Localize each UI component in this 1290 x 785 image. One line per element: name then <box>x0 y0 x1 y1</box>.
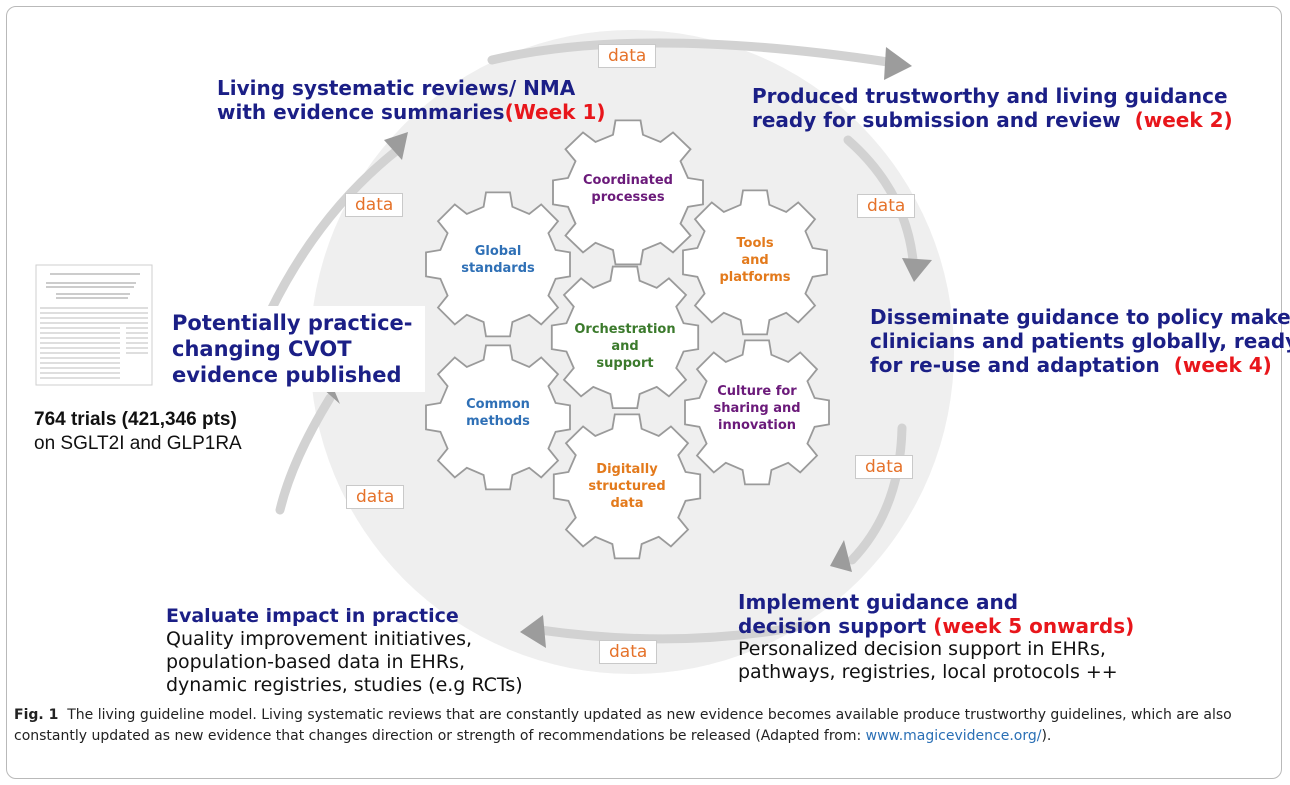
stage-implement-line2: decision support (week 5 onwards) <box>738 614 1135 638</box>
stage-reviews-line2: with evidence summaries(Week 1) <box>217 100 606 124</box>
gear-orchestration-line1: Orchestration <box>574 322 676 337</box>
stage-disseminate: Disseminate guidance to policy makers, c… <box>870 305 1290 377</box>
stage-evaluate-detail3: dynamic registries, studies (e.g RCTs) <box>166 674 523 696</box>
data-label-top: data <box>598 44 657 68</box>
gear-global-line2: standards <box>461 261 535 276</box>
gear-label-common: Common methods <box>443 396 553 430</box>
stage-produced-line2: ready for submission and review (week 2) <box>752 108 1233 132</box>
caption-end: ). <box>1041 728 1052 744</box>
arrow-left-lower-path <box>275 393 335 515</box>
figure-frame <box>6 6 1282 779</box>
stage-evaluate-detail1: Quality improvement initiatives, <box>166 628 473 650</box>
gear-tools-line3: platforms <box>719 270 791 285</box>
arrow-left-upper-head <box>384 132 408 160</box>
data-label-bottom: data <box>599 640 658 664</box>
stage-reviews: Living systematic reviews/ NMA with evid… <box>217 76 606 124</box>
data-label-upper-left: data <box>345 193 404 217</box>
trials-topic: on SGLT2I and GLP1RA <box>34 433 242 454</box>
stage-published-line1: Potentially practice- <box>172 311 413 335</box>
arrow-bottom-path <box>535 620 813 644</box>
stage-implement-detail1: Personalized decision support in EHRs, <box>738 638 1106 660</box>
gear-tools-line1: Tools <box>736 236 774 251</box>
stage-produced: Produced trustworthy and living guidance… <box>752 84 1233 132</box>
stage-implement: Implement guidance and decision support … <box>738 590 1134 684</box>
caption-text: The living guideline model. Living syste… <box>14 707 1232 744</box>
gear-digital-line1: Digitally <box>596 462 658 477</box>
figure-caption: Fig. 1 The living guideline model. Livin… <box>14 705 1269 747</box>
gear-common-line2: methods <box>466 414 530 429</box>
stage-evaluate-detail2: population-based data in EHRs, <box>166 651 465 673</box>
gear-tools-line2: and <box>741 253 769 268</box>
stage-published-line3: evidence published <box>172 363 402 387</box>
stage-disseminate-week: (week 4) <box>1173 353 1272 377</box>
arrow-right-lower-head <box>830 540 852 572</box>
stage-disseminate-line3: for re-use and adaptation (week 4) <box>870 353 1272 377</box>
arrow-right-upper-head <box>902 258 932 282</box>
gear-label-coordinated: Coordinated processes <box>573 172 683 206</box>
gear-digital-line2: structured <box>588 479 666 494</box>
gear-global-line1: Global <box>474 244 522 259</box>
stage-evaluate: Evaluate impact in practice Quality impr… <box>166 604 523 697</box>
gear-coordinated-line2: processes <box>591 190 665 205</box>
stage-produced-week: (week 2) <box>1134 108 1233 132</box>
gear-culture-line1: Culture for <box>717 384 797 399</box>
data-label-lower-right: data <box>855 455 914 479</box>
gear-label-culture: Culture for sharing and innovation <box>702 383 812 434</box>
stage-published: Potentially practice- changing CVOT evid… <box>172 306 425 392</box>
gear-orchestration-line3: support <box>596 356 654 371</box>
stage-disseminate-line2: clinicians and patients globally, ready <box>870 329 1290 353</box>
stage-reviews-week: (Week 1) <box>504 100 606 124</box>
data-label-upper-right: data <box>857 194 916 218</box>
stage-produced-line1: Produced trustworthy and living guidance <box>752 84 1228 108</box>
stage-implement-line1: Implement guidance and <box>738 590 1019 614</box>
gear-label-tools: Tools and platforms <box>700 235 810 286</box>
data-label-lower-left: data <box>346 485 405 509</box>
arrow-right-lower-path <box>847 423 907 565</box>
paper-thumbnail <box>35 264 153 386</box>
stage-implement-detail2: pathways, registries, local protocols ++ <box>738 661 1118 683</box>
gear-orchestration-line2: and <box>611 339 639 354</box>
stage-implement-week: (week 5 onwards) <box>933 614 1135 638</box>
stage-reviews-line1: Living systematic reviews/ NMA <box>217 76 576 100</box>
arrow-bottom-head <box>520 615 546 648</box>
stage-evaluate-title: Evaluate impact in practice <box>166 605 459 627</box>
gear-digital-line3: data <box>610 496 644 511</box>
stage-disseminate-line1: Disseminate guidance to policy makers, <box>870 305 1290 329</box>
gear-label-digital: Digitally structured data <box>572 461 682 512</box>
arrow-left-upper-path <box>265 143 405 317</box>
trials-count: 764 trials (421,346 pts) <box>34 409 237 430</box>
stage-published-line2: changing CVOT <box>172 337 352 361</box>
trials-info: 764 trials (421,346 pts) on SGLT2I and G… <box>34 408 242 456</box>
caption-link[interactable]: www.magicevidence.org/ <box>865 728 1042 744</box>
gear-common-line1: Common <box>466 397 530 412</box>
gear-culture-line3: innovation <box>718 418 796 433</box>
arrow-top-head <box>884 47 912 80</box>
gear-label-orchestration: Orchestration and support <box>570 321 680 372</box>
gear-coordinated-line1: Coordinated <box>583 173 673 188</box>
living-guideline-diagram <box>35 30 954 674</box>
caption-fig-number: Fig. 1 <box>14 707 59 723</box>
gear-label-global: Global standards <box>443 243 553 277</box>
gear-culture-line2: sharing and <box>713 401 801 416</box>
arrow-top-path <box>487 38 893 67</box>
